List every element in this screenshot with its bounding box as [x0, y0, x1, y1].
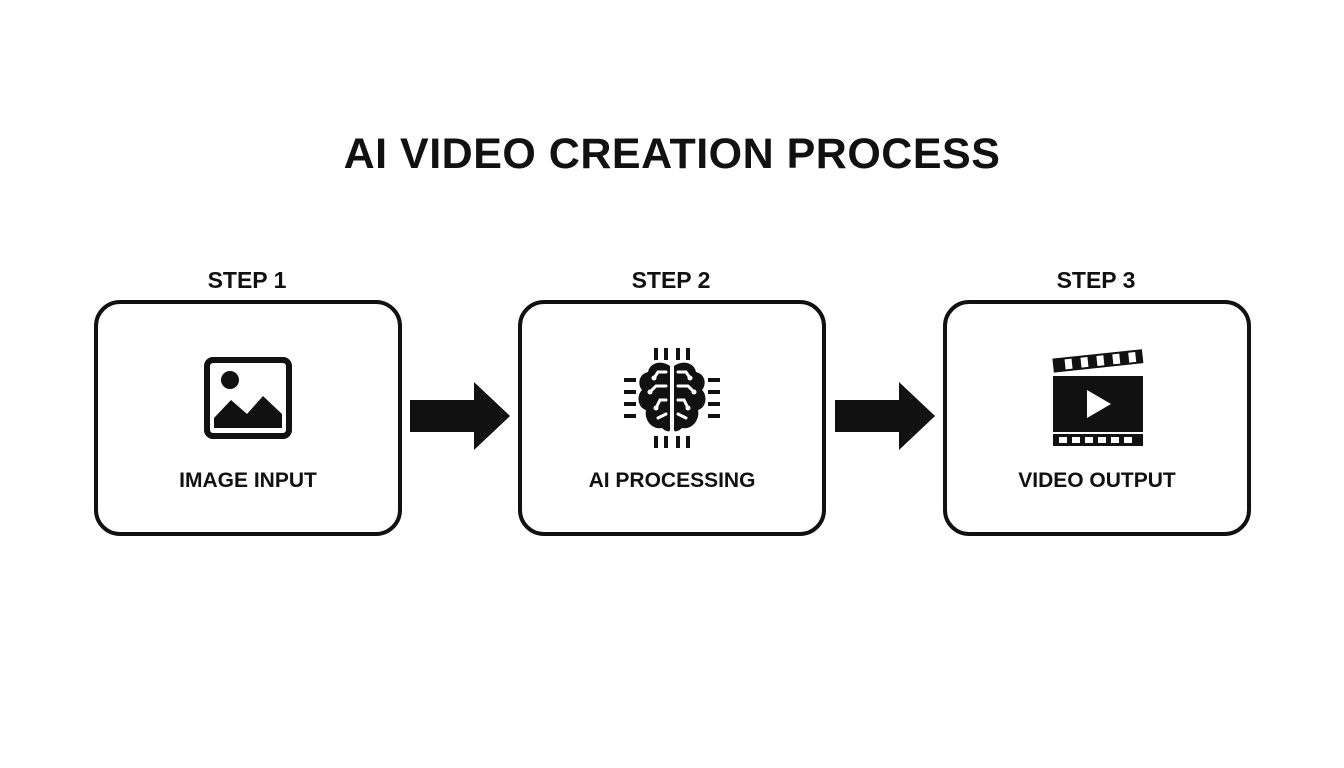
arrow-right-icon: [835, 382, 935, 450]
step-1-caption: IMAGE INPUT: [179, 469, 317, 492]
diagram-title: AI VIDEO CREATION PROCESS: [343, 130, 1001, 178]
arrow-right-icon: [410, 382, 510, 450]
video-clapper-icon: [947, 346, 1247, 450]
step-3-label: STEP 3: [1056, 267, 1136, 293]
image-icon: [98, 346, 398, 450]
step-2-caption: AI PROCESSING: [588, 469, 756, 492]
step-1-label: STEP 1: [207, 267, 287, 293]
step-3-box: VIDEO OUTPUT: [943, 300, 1251, 536]
step-2-label: STEP 2: [631, 267, 711, 293]
step-3-caption: VIDEO OUTPUT: [1018, 469, 1176, 492]
step-2-box: AI PROCESSING: [518, 300, 826, 536]
brain-chip-icon: [522, 346, 822, 450]
step-1-box: IMAGE INPUT: [94, 300, 402, 536]
